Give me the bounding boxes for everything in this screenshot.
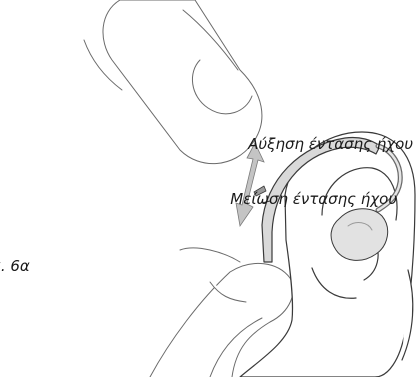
figure-reference-label: κ. 6α bbox=[0, 259, 52, 274]
volume-down-label: Μείωση έντασης ήχου bbox=[186, 192, 397, 207]
volume-up-label: Αύξηση έντασης ήχου bbox=[227, 137, 413, 152]
